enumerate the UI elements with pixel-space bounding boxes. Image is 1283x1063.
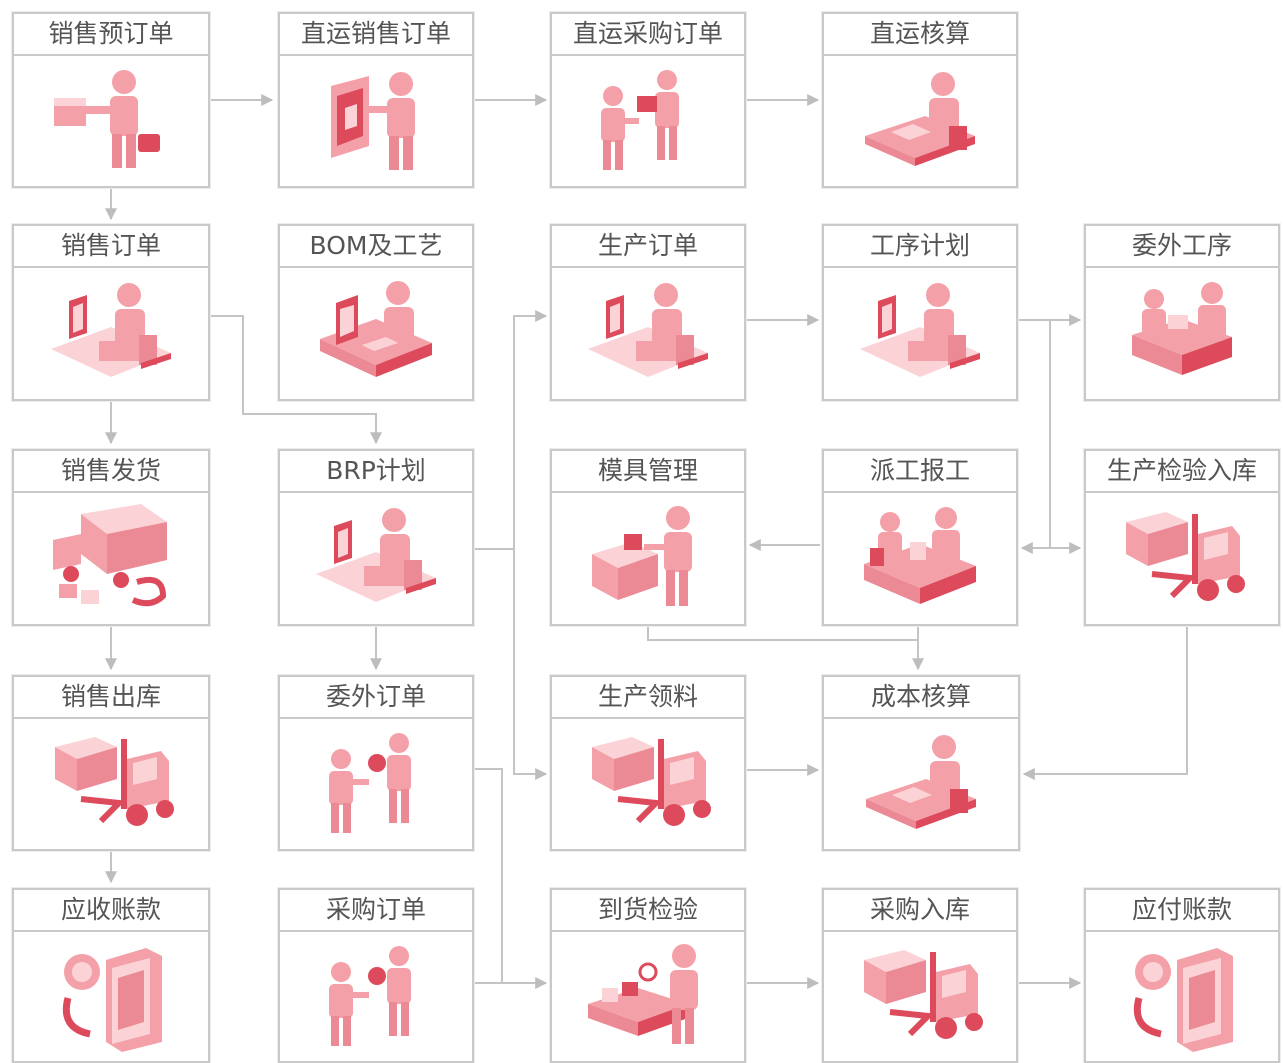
node-process-plan[interactable]: 工序计划 <box>822 224 1018 401</box>
node-title: 到货检验 <box>552 890 744 932</box>
node-title: 应付账款 <box>1086 890 1278 932</box>
money-safe-icon <box>14 932 208 1061</box>
node-title: 派工报工 <box>824 451 1016 493</box>
node-title: 销售预订单 <box>14 14 208 56</box>
node-title: BOM及工艺 <box>280 226 472 268</box>
node-production-inspection[interactable]: 生产检验入库 <box>1084 449 1280 626</box>
node-outsourced-order[interactable]: 委外订单 <box>278 675 474 851</box>
node-dropship-sales[interactable]: 直运销售订单 <box>278 12 474 188</box>
node-sales-outbound[interactable]: 销售出库 <box>12 675 210 851</box>
arrow-inspection-to-cost <box>1024 626 1187 774</box>
node-title: 销售出库 <box>14 677 208 719</box>
node-title: 销售订单 <box>14 226 208 268</box>
node-brp-plan[interactable]: BRP计划 <box>278 449 474 626</box>
node-dispatch-report[interactable]: 派工报工 <box>822 449 1018 626</box>
node-purchase-order[interactable]: 采购订单 <box>278 888 474 1063</box>
node-title: 成本核算 <box>824 677 1018 719</box>
node-dropship-accounting[interactable]: 直运核算 <box>822 12 1018 188</box>
computer-workstation-icon <box>824 268 1016 399</box>
node-title: 直运采购订单 <box>552 14 744 56</box>
node-dropship-purchase[interactable]: 直运采购订单 <box>550 12 746 188</box>
node-production-order[interactable]: 生产订单 <box>550 224 746 401</box>
node-sales-order[interactable]: 销售订单 <box>12 224 210 401</box>
person-with-machine-icon <box>552 493 744 624</box>
forklift-icon <box>14 719 208 849</box>
node-title: BRP计划 <box>280 451 472 493</box>
person-at-board-icon <box>280 56 472 186</box>
computer-workstation-icon <box>14 268 208 399</box>
node-title: 采购入库 <box>824 890 1016 932</box>
node-sales-preorder[interactable]: 销售预订单 <box>12 12 210 188</box>
engineering-workstation-icon <box>280 268 472 399</box>
node-title: 模具管理 <box>552 451 744 493</box>
node-title: 生产检验入库 <box>1086 451 1278 493</box>
node-production-picking[interactable]: 生产领料 <box>550 675 746 851</box>
node-receivables[interactable]: 应收账款 <box>12 888 210 1063</box>
node-title: 工序计划 <box>824 226 1016 268</box>
person-at-desk-icon <box>824 56 1016 186</box>
node-purchase-inbound[interactable]: 采购入库 <box>822 888 1018 1063</box>
node-bom[interactable]: BOM及工艺 <box>278 224 474 401</box>
arrow-brp-to-production-picking <box>514 549 546 774</box>
node-title: 应收账款 <box>14 890 208 932</box>
money-safe-icon <box>1086 932 1278 1061</box>
node-mold-management[interactable]: 模具管理 <box>550 449 746 626</box>
node-outsourced-process[interactable]: 委外工序 <box>1084 224 1280 401</box>
two-people-exchange-icon <box>280 719 472 849</box>
person-at-desk-icon <box>824 719 1018 849</box>
workers-at-machines-icon <box>824 493 1016 624</box>
node-cost-accounting[interactable]: 成本核算 <box>822 675 1020 851</box>
node-title: 直运销售订单 <box>280 14 472 56</box>
node-title: 销售发货 <box>14 451 208 493</box>
inspector-icon <box>552 932 744 1061</box>
node-arrival-inspection[interactable]: 到货检验 <box>550 888 746 1063</box>
two-people-exchange-icon <box>552 56 744 186</box>
node-title: 委外工序 <box>1086 226 1278 268</box>
two-people-exchange-icon <box>280 932 472 1061</box>
node-title: 采购订单 <box>280 890 472 932</box>
computer-workstation-icon <box>552 268 744 399</box>
delivery-truck-icon <box>14 493 208 624</box>
arrow-outsourced-order-to-arrival <box>474 769 502 983</box>
arrow-mold-to-cost <box>648 626 918 640</box>
node-sales-delivery[interactable]: 销售发货 <box>12 449 210 626</box>
node-title: 直运核算 <box>824 14 1016 56</box>
arrow-brp-to-production-order <box>474 316 546 549</box>
node-title: 生产领料 <box>552 677 744 719</box>
forklift-icon <box>552 719 744 849</box>
two-people-at-table-icon <box>1086 268 1278 399</box>
computer-workstation-icon <box>280 493 472 624</box>
forklift-icon <box>824 932 1016 1061</box>
node-payables[interactable]: 应付账款 <box>1084 888 1280 1063</box>
node-title: 生产订单 <box>552 226 744 268</box>
node-title: 委外订单 <box>280 677 472 719</box>
forklift-icon <box>1086 493 1278 624</box>
person-handing-box-icon <box>14 56 208 186</box>
